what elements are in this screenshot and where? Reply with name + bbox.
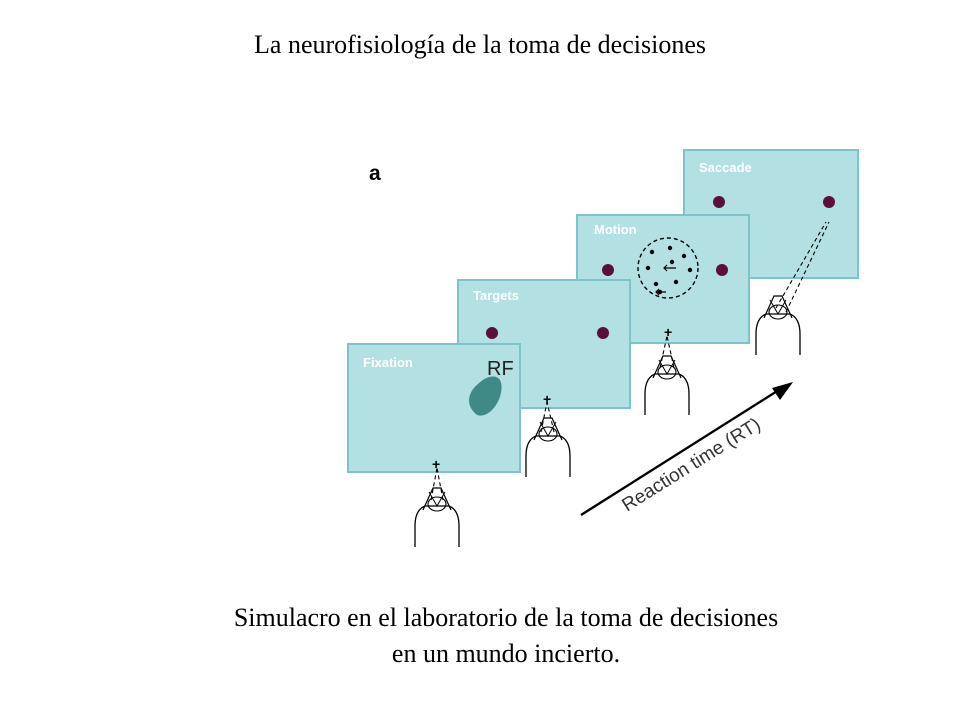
slide-title: La neurofisiología de la toma de decisio… bbox=[254, 30, 706, 59]
panel-fixation: Fixation RF bbox=[347, 343, 521, 473]
motion-arrows bbox=[655, 264, 676, 296]
target-dot bbox=[713, 196, 725, 208]
motion-gaze: + bbox=[644, 324, 690, 416]
targets-gaze: + bbox=[525, 391, 571, 478]
reaction-time-label: Reaction time (RT) bbox=[619, 414, 765, 516]
caption-line-2: en un mundo incierto. bbox=[391, 638, 621, 668]
panel-fixation-label: Fixation bbox=[363, 355, 413, 370]
svg-text:+: + bbox=[664, 324, 672, 340]
receptive-field-blob bbox=[469, 376, 502, 416]
fixation-gaze: + bbox=[414, 456, 460, 548]
figure-letter: a bbox=[369, 162, 381, 185]
panel-saccade-label: Saccade bbox=[699, 160, 752, 175]
slide-caption: Simulacro en el laboratorio de la toma d… bbox=[0, 600, 960, 672]
target-dot bbox=[716, 264, 728, 276]
svg-text:+: + bbox=[432, 456, 440, 472]
saccade-gaze bbox=[755, 221, 830, 356]
caption-line-1: Simulacro en el laboratorio de la toma d… bbox=[233, 603, 779, 632]
motion-aperture bbox=[637, 237, 699, 299]
target-dot bbox=[486, 327, 498, 339]
panel-motion-label: Motion bbox=[594, 222, 637, 237]
target-dot bbox=[597, 327, 609, 339]
motion-dots bbox=[645, 245, 693, 295]
target-dot bbox=[602, 264, 614, 276]
target-dot bbox=[823, 196, 835, 208]
rf-label: RF bbox=[487, 358, 514, 380]
svg-text:+: + bbox=[543, 391, 551, 407]
panel-targets-label: Targets bbox=[473, 288, 519, 303]
